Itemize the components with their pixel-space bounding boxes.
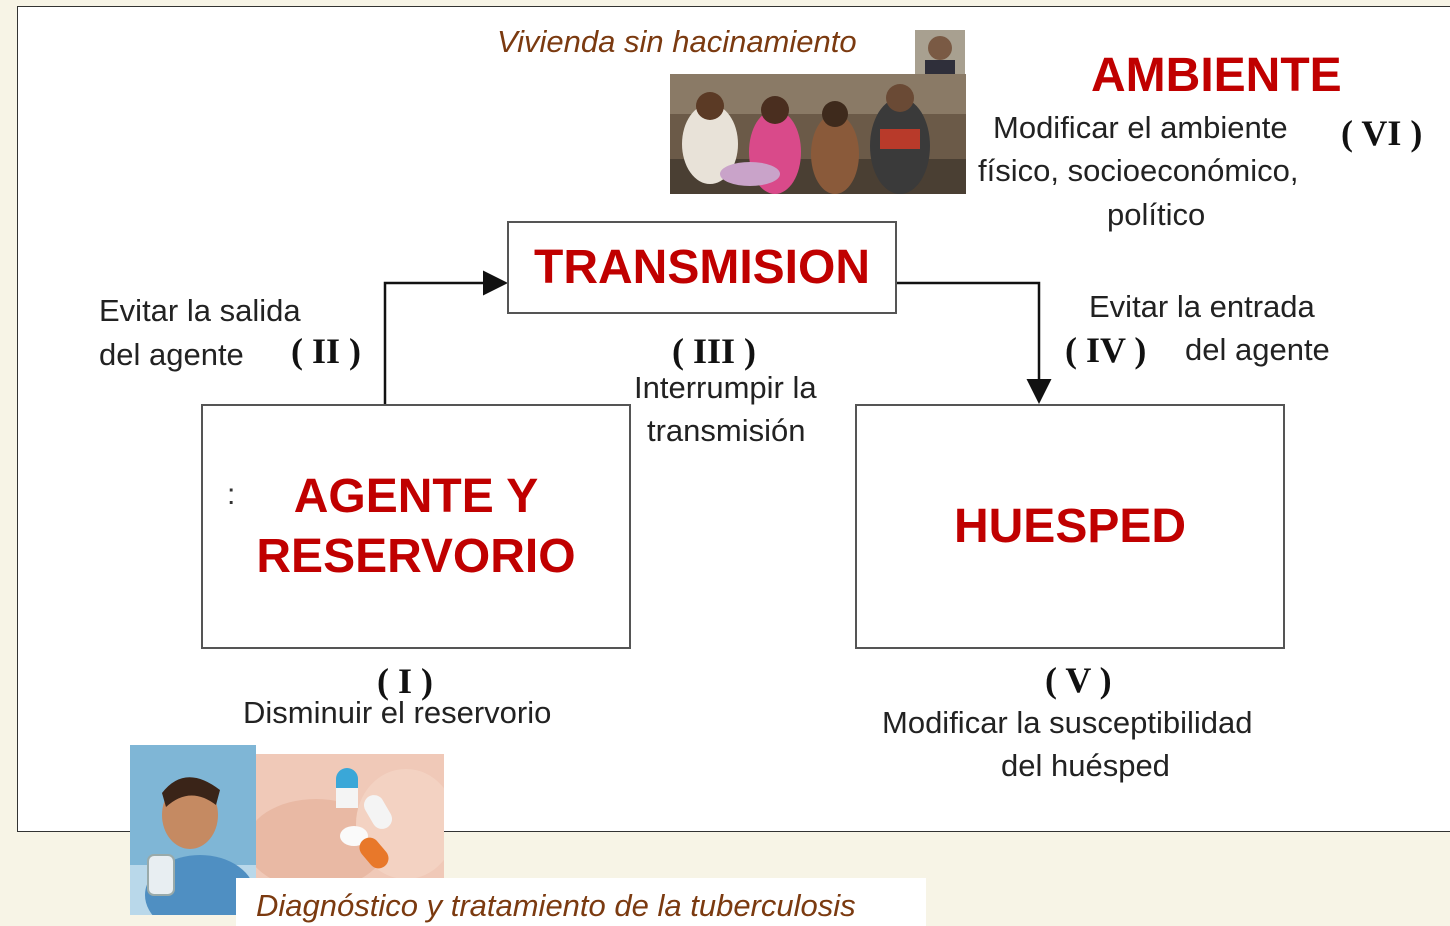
ambiente-title: AMBIENTE [1091,49,1342,102]
caption-background [236,878,926,926]
v-text-line2: del huésped [1001,748,1170,783]
tuberculosis-caption: Diagnóstico y tratamiento de la tubercul… [256,888,856,923]
iii-numeral: ( III ) [672,331,757,371]
stray-colon-mark: : [227,478,236,511]
vi-numeral: ( VI ) [1341,113,1423,153]
arrow-agent-to-transmission [383,270,508,404]
huesped-box: HUESPED [855,404,1285,649]
i-numeral: ( I ) [377,661,433,701]
agente-label-line2: RESERVORIO [256,529,576,583]
vi-text-line2: físico, socioeconómico, [978,153,1299,188]
iv-numeral: ( IV ) [1065,330,1147,370]
ii-numeral: ( II ) [291,331,361,371]
iii-text-line2: transmisión [647,413,806,448]
vivienda-photo [670,74,966,194]
arrow-transmission-to-host [897,281,1052,404]
woman-portrait-photo [915,30,965,74]
agente-label-line1: AGENTE Y [293,469,539,523]
iv-text-line1: Evitar la entrada [1089,289,1315,324]
v-numeral: ( V ) [1045,660,1112,700]
vivienda-caption: Vivienda sin hacinamiento [497,24,857,59]
v-text-line1: Modificar la susceptibilidad [882,705,1253,740]
ii-text-line2: del agente [99,337,244,372]
agente-reservorio-box: AGENTE Y RESERVORIO [201,404,631,649]
ii-text-line1: Evitar la salida [99,293,301,328]
pills-photo [256,754,444,878]
transmision-box: TRANSMISION [507,221,897,314]
vi-text-line3: político [1107,197,1206,232]
iv-text-line2: del agente [1185,332,1330,367]
patient-photo [130,745,256,915]
huesped-label: HUESPED [953,500,1187,553]
iii-text-line1: Interrumpir la [634,370,817,405]
transmision-label: TRANSMISION [534,241,870,294]
i-text: Disminuir el reservorio [243,695,552,730]
vi-text-line1: Modificar el ambiente [993,110,1288,145]
